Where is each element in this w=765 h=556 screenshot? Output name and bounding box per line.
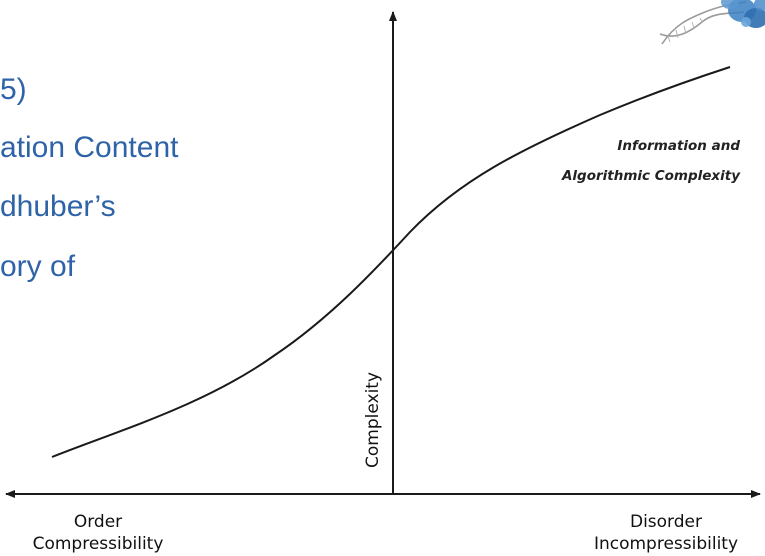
left-end-label-compressibility: Compressibility <box>33 534 164 554</box>
slide-text-line-4: ory of <box>0 250 76 283</box>
right-end-label-disorder: Disorder <box>630 512 702 532</box>
right-end-label-incompressibility: Incompressibility <box>594 534 738 554</box>
curve-label-line-1: Information and <box>617 138 740 154</box>
slide-text-line-3: dhuber’s <box>0 190 116 223</box>
slide-text-line-1: 5) <box>0 73 27 106</box>
slide-text-line-2: ation Content <box>0 131 179 164</box>
slide-text-block: 5) ation Content dhuber’s ory of <box>0 0 330 330</box>
complexity-curve <box>51 66 731 458</box>
y-axis-label: Complexity <box>363 372 383 468</box>
left-end-label-order: Order <box>74 512 122 532</box>
curve-label-line-2: Algorithmic Complexity <box>561 168 741 184</box>
dna-helix-logo-icon <box>659 0 765 45</box>
